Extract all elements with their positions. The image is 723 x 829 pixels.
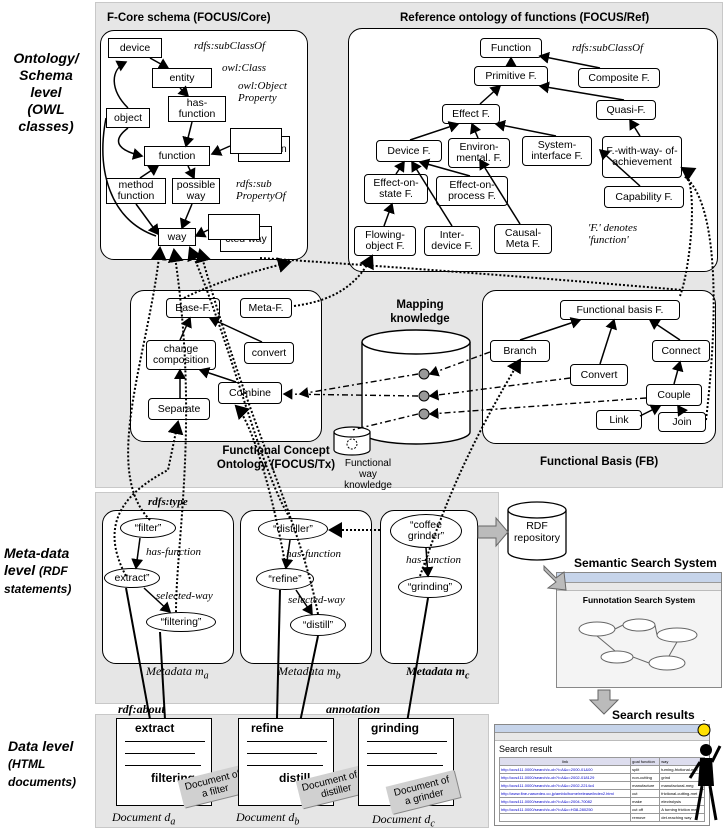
doc-c-word1: grinding: [371, 721, 419, 735]
search-results-window: Search result link goal function way htt…: [494, 724, 710, 826]
fcore-owl-class-label: owl:Class: [222, 62, 267, 74]
results-table: link goal function way http://ocs411.000…: [498, 757, 705, 822]
ontology-level-label: Ontology/ Schema level (OWL classes): [13, 50, 79, 134]
ref-primitive: Primitive F.: [474, 66, 548, 86]
result-goal: cut off: [630, 805, 661, 814]
fcore-title: F-Core schema (FOCUS/Core): [107, 12, 271, 24]
fcore-function: function: [144, 146, 210, 166]
ref-with-way: F.-with-way- of-achievement: [602, 136, 682, 178]
result-goal: manufacture: [630, 781, 661, 790]
ref-flowing-object: Flowing- object F.: [354, 226, 416, 256]
meta-b-way: “distill”: [290, 614, 346, 636]
ref-causal-meta: Causal- Meta F.: [494, 224, 552, 254]
ref-composite: Composite F.: [578, 68, 660, 88]
person-lightbulb-icon: [688, 720, 722, 821]
meta-a-has-function: has-function: [146, 546, 201, 558]
ref-title: Reference ontology of functions (FOCUS/R…: [400, 12, 650, 24]
meta-a-device: “filter”: [120, 518, 176, 538]
result-link[interactable]: http://ocs411.0000/search/c-ob?i=A&c=200…: [498, 781, 632, 790]
ref-effect-on-state: Effect-on- state F.: [364, 174, 428, 204]
tx-title: Functional Concept Ontology (FOCUS/Tx): [216, 445, 336, 471]
ref-system-interface: System- interface F.: [522, 136, 592, 166]
doc-a-caption: Document da: [112, 810, 176, 828]
result-link[interactable]: http://ocs411.0000/search/c-ob?i=A&c=H38…: [498, 805, 632, 814]
ref-environmental: Environ- mental. F.: [448, 138, 510, 168]
way-knowledge-label: Functional way knowledge: [344, 458, 392, 491]
doc-b-caption: Document db: [236, 810, 300, 828]
doc-b-word1: refine: [251, 721, 284, 735]
fcore-selected-way: [208, 214, 260, 240]
fcore-part-function: [230, 128, 282, 154]
result-link[interactable]: http://ocs411.0000/search/c-ob?i=A&c=200…: [498, 797, 632, 806]
result-goal: non-cutting: [630, 773, 661, 782]
doc-a-word1: extract: [135, 721, 175, 735]
fcore-method-function: method function: [106, 178, 166, 204]
mapping-cylinder: [361, 329, 471, 445]
data-level-label: Data level (HTML documents): [8, 738, 77, 789]
fcore-subclass-label: rdfs:subClassOf: [194, 40, 266, 52]
ref-capability: Capability F.: [604, 186, 684, 208]
rdf-repository-label: RDF repository: [513, 520, 561, 544]
result-link[interactable]: http://ocs411.0000/search/c-ob?i=A&c=200…: [498, 765, 632, 774]
meta-a-caption: Metadata ma: [146, 664, 209, 682]
result-link[interactable]: [498, 813, 632, 822]
ref-effect-on-process: Effect-on- process F.: [436, 176, 508, 206]
tx-convert: convert: [244, 342, 294, 364]
result-way: det.reaching way: [659, 813, 705, 822]
meta-c-has-function: has-function: [406, 554, 461, 566]
result-goal: split: [630, 765, 661, 774]
meta-a-way: “filtering”: [146, 612, 216, 632]
ref-inter-device: Inter- device F.: [424, 226, 480, 256]
funnotation-title: Funnotation Search System: [582, 595, 696, 605]
tx-change-composition: change composition: [146, 340, 216, 370]
meta-b-caption: Metadata mb: [278, 664, 341, 682]
meta-c-caption: Metadata mc: [406, 664, 470, 682]
ref-note: 'F.' denotes 'function': [588, 222, 638, 246]
result-goal: make: [630, 797, 661, 806]
rdf-type-label: rdfs:type: [148, 496, 188, 508]
result-goal: cut: [630, 789, 661, 798]
way-knowledge-cylinder: [333, 426, 371, 456]
fcore-object: object: [106, 108, 150, 128]
meta-b-has-function: has-function: [286, 548, 341, 560]
annotation-label: annotation: [326, 702, 381, 716]
meta-b-selected-way: selected-way: [288, 594, 345, 606]
metadata-level-label: Meta-data level (RDF statements): [4, 545, 72, 596]
fb-title: Functional Basis (FB): [540, 456, 659, 468]
search-results-label: Search results: [612, 708, 695, 722]
result-link[interactable]: http://ocs411.0000/search/c-ob?i=A&c=200…: [498, 773, 632, 782]
search-system-window: Funnotation Search System: [556, 572, 722, 688]
fcore-device: device: [108, 38, 162, 58]
meta-b-device: “distiller”: [258, 518, 328, 540]
results-heading: Search result: [499, 744, 553, 754]
fb-basis: Functional basis F.: [560, 300, 680, 320]
tx-separate: Separate: [148, 398, 210, 420]
fcore-owl-objprop-label: owl:Object Property: [238, 80, 287, 104]
search-system-graph: [578, 618, 698, 671]
semantic-search-label: Semantic Search System: [574, 556, 717, 570]
tx-meta: Meta-F.: [240, 298, 292, 318]
rdf-about-label: rdf:about: [118, 702, 165, 716]
tx-base: Base-F.: [166, 298, 220, 318]
ref-device: Device F.: [376, 140, 442, 162]
mapping-title: Mapping knowledge: [390, 299, 450, 325]
fb-link: Link: [596, 410, 642, 430]
meta-a-selected-way: selected-way: [156, 590, 213, 602]
fcore-has-function: has-function: [168, 96, 226, 122]
ref-quasi: Quasi-F.: [596, 100, 656, 120]
results-col-link: link: [498, 757, 632, 766]
doc-c-caption: Document dc: [372, 812, 435, 829]
fb-couple: Couple: [646, 384, 702, 406]
fcore-possible-way: possible way: [172, 178, 220, 204]
result-goal: remove: [630, 813, 661, 822]
rdf-repository-cylinder: [507, 501, 567, 561]
result-link[interactable]: http://www.fine-naruedeo.co.jp/amblo/hom…: [498, 789, 632, 798]
results-col-goal: goal function: [630, 757, 661, 766]
fcore-subprop-label: rdfs:sub PropertyOf: [236, 178, 286, 202]
tx-combine: Combine: [218, 382, 282, 404]
meta-c-device: “coffee grinder”: [390, 514, 462, 548]
fb-convert: Convert: [570, 364, 628, 386]
ref-subclass-label: rdfs:subClassOf: [572, 42, 644, 54]
